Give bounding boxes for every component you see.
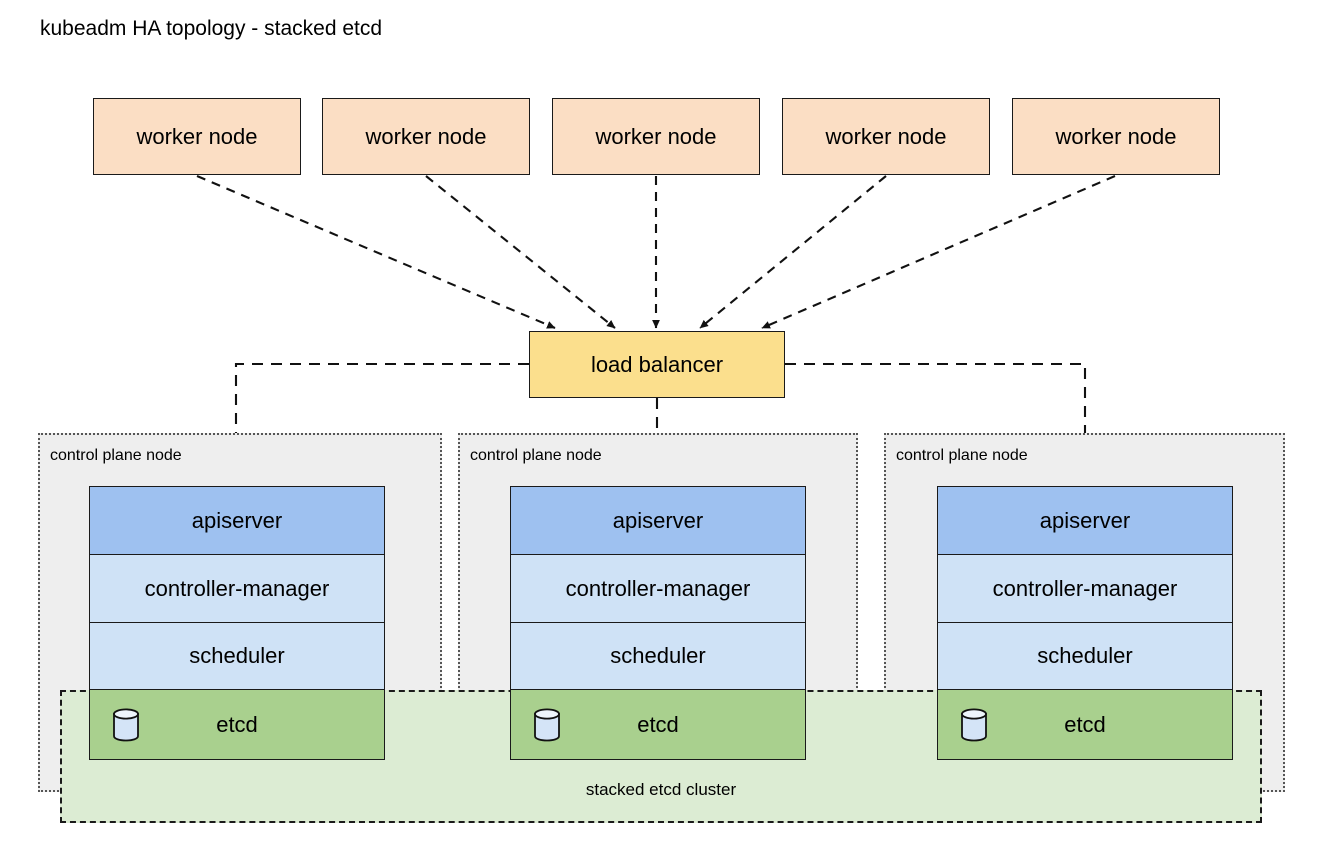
control-plane-stack-2: apiserver controller-manager scheduler e… (510, 486, 806, 760)
component-etcd-3[interactable]: etcd (938, 690, 1232, 759)
component-scheduler-1[interactable]: scheduler (90, 623, 384, 690)
component-apiserver-1[interactable]: apiserver (90, 487, 384, 555)
wire-worker1-lb (196, 175, 556, 329)
component-label: etcd (637, 711, 679, 737)
stacked-etcd-cluster-label: stacked etcd cluster (585, 780, 737, 799)
component-label: scheduler (610, 643, 706, 668)
component-etcd-1[interactable]: etcd (90, 690, 384, 759)
control-plane-node-label: control plane node (470, 447, 602, 464)
component-apiserver-2[interactable]: apiserver (511, 487, 805, 555)
component-label: controller-manager (992, 575, 1178, 601)
component-controller-manager-1[interactable]: controller-manager (90, 555, 384, 623)
component-controller-manager-3[interactable]: controller-manager (938, 555, 1232, 623)
component-scheduler-3[interactable]: scheduler (938, 623, 1232, 690)
database-cylinder-icon (113, 708, 139, 741)
control-plane-node-label: control plane node (896, 447, 1028, 464)
worker-node-5[interactable]: worker node (1012, 98, 1220, 175)
control-plane-node-label: control plane node (50, 447, 182, 464)
worker-node-label: worker node (1055, 123, 1177, 149)
worker-node-label: worker node (825, 123, 947, 149)
component-label: controller-manager (565, 575, 751, 601)
worker-node-3[interactable]: worker node (552, 98, 760, 175)
database-cylinder-icon (961, 708, 987, 741)
wire-worker4-lb (699, 175, 887, 329)
component-label: apiserver (1039, 507, 1131, 533)
component-label: apiserver (612, 507, 704, 533)
load-balancer-label: load balancer (590, 351, 724, 377)
worker-node-1[interactable]: worker node (93, 98, 301, 175)
component-apiserver-3[interactable]: apiserver (938, 487, 1232, 555)
worker-node-label: worker node (365, 123, 487, 149)
control-plane-stack-1: apiserver controller-manager scheduler e… (89, 486, 385, 760)
component-etcd-2[interactable]: etcd (511, 690, 805, 759)
component-label: scheduler (189, 643, 285, 668)
worker-node-label: worker node (136, 123, 258, 149)
control-plane-stack-3: apiserver controller-manager scheduler e… (937, 486, 1233, 760)
worker-node-label: worker node (595, 123, 717, 149)
component-label: scheduler (1037, 643, 1133, 668)
wire-worker2-lb (425, 175, 616, 329)
diagram-title: kubeadm HA topology - stacked etcd (40, 17, 383, 40)
wire-worker5-lb (761, 175, 1116, 329)
component-label: controller-manager (144, 575, 330, 601)
worker-node-2[interactable]: worker node (322, 98, 530, 175)
component-label: apiserver (191, 507, 283, 533)
component-controller-manager-2[interactable]: controller-manager (511, 555, 805, 623)
component-scheduler-2[interactable]: scheduler (511, 623, 805, 690)
component-label: etcd (216, 711, 258, 737)
worker-node-4[interactable]: worker node (782, 98, 990, 175)
load-balancer-box[interactable]: load balancer (529, 331, 785, 398)
component-label: etcd (1064, 711, 1106, 737)
database-cylinder-icon (534, 708, 560, 741)
